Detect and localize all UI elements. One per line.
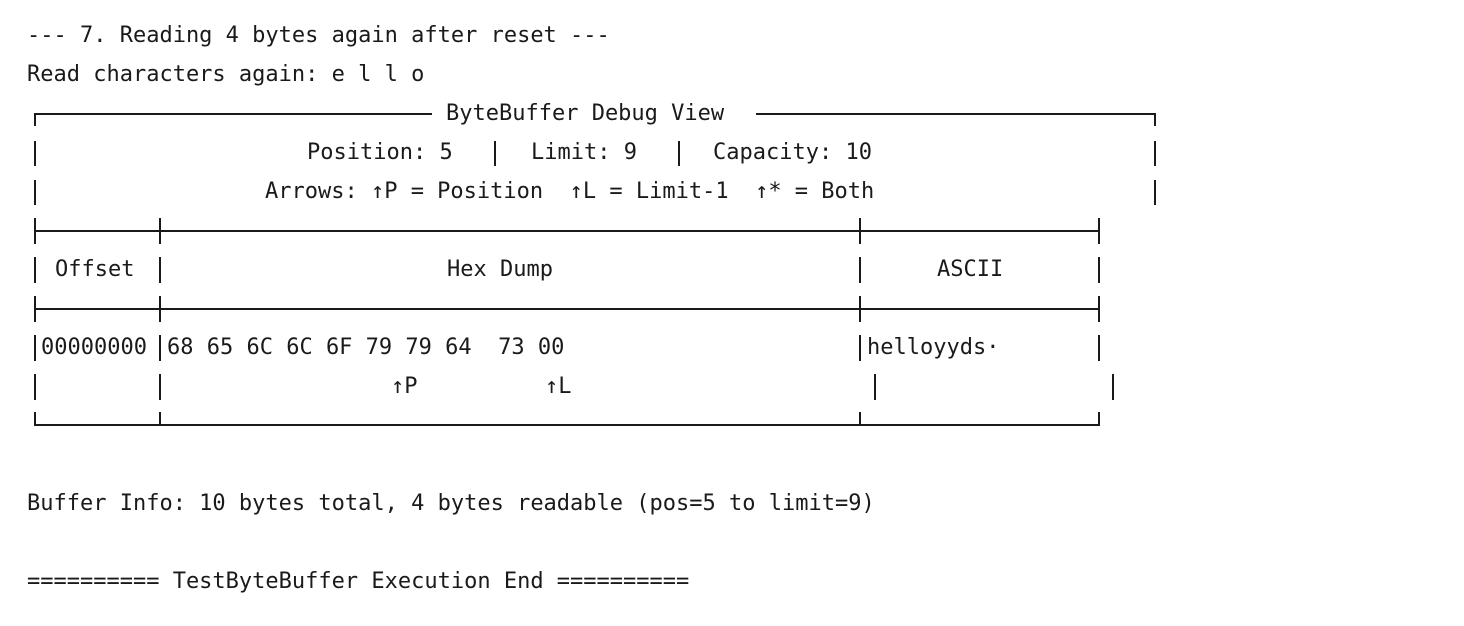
arrows-legend: Arrows: ↑P = Position ↑L = Limit-1 ↑* = … bbox=[265, 179, 875, 204]
column-divider bbox=[1098, 257, 1100, 283]
column-divider bbox=[34, 257, 36, 283]
status-capacity: Capacity: 10 bbox=[713, 140, 872, 165]
table-header-separator bbox=[34, 308, 1100, 310]
column-divider bbox=[159, 257, 161, 283]
table-corner-bottom bbox=[859, 412, 861, 426]
box-top-border-right bbox=[756, 113, 1156, 115]
read-characters-line: Read characters again: e l l o bbox=[27, 62, 425, 87]
table-border-tick bbox=[1098, 296, 1100, 322]
table-corner-bottom bbox=[1098, 412, 1100, 426]
column-divider bbox=[859, 257, 861, 283]
box-top-border-left bbox=[34, 113, 432, 115]
box-left-border bbox=[34, 141, 36, 166]
column-divider bbox=[34, 335, 36, 361]
table-corner-bottom bbox=[159, 412, 161, 426]
row-ascii: helloyyds· bbox=[867, 335, 1000, 360]
execution-end-line: ========== TestByteBuffer Execution End … bbox=[27, 569, 690, 594]
status-separator bbox=[678, 141, 680, 166]
table-border-tick bbox=[34, 296, 36, 322]
status-separator bbox=[494, 141, 496, 166]
box-corner-top-left bbox=[34, 113, 36, 126]
table-top-border bbox=[34, 230, 1100, 232]
column-divider bbox=[1098, 335, 1100, 361]
box-right-border bbox=[1154, 180, 1156, 205]
column-header-ascii: ASCII bbox=[937, 257, 1004, 282]
row-hex-bytes: 68 65 6C 6C 6F 79 79 64 73 00 bbox=[167, 335, 565, 360]
table-border-tick bbox=[1098, 218, 1100, 244]
status-limit: Limit: 9 bbox=[531, 140, 637, 165]
table-border-tick bbox=[159, 218, 161, 244]
column-header-offset: Offset bbox=[55, 257, 135, 282]
column-divider bbox=[159, 374, 161, 400]
box-corner-top-right bbox=[1154, 113, 1156, 126]
row-offset: 00000000 bbox=[41, 335, 147, 360]
box-left-border bbox=[34, 180, 36, 205]
table-bottom-border bbox=[34, 424, 1100, 426]
position-marker: ↑P bbox=[391, 374, 418, 399]
column-divider bbox=[1112, 374, 1114, 400]
column-divider bbox=[859, 335, 861, 361]
buffer-info-line: Buffer Info: 10 bytes total, 4 bytes rea… bbox=[27, 491, 875, 516]
column-divider bbox=[34, 374, 36, 400]
debug-view-title: ByteBuffer Debug View bbox=[446, 101, 725, 126]
limit-marker: ↑L bbox=[545, 374, 572, 399]
table-border-tick bbox=[34, 218, 36, 244]
table-border-tick bbox=[859, 296, 861, 322]
box-right-border bbox=[1154, 141, 1156, 166]
table-border-tick bbox=[159, 296, 161, 322]
column-divider bbox=[159, 335, 161, 361]
column-header-hex-dump: Hex Dump bbox=[447, 257, 553, 282]
status-position: Position: 5 bbox=[307, 140, 453, 165]
section-header: --- 7. Reading 4 bytes again after reset… bbox=[27, 23, 610, 48]
table-corner-bottom bbox=[34, 412, 36, 426]
column-divider bbox=[874, 374, 876, 400]
table-border-tick bbox=[859, 218, 861, 244]
